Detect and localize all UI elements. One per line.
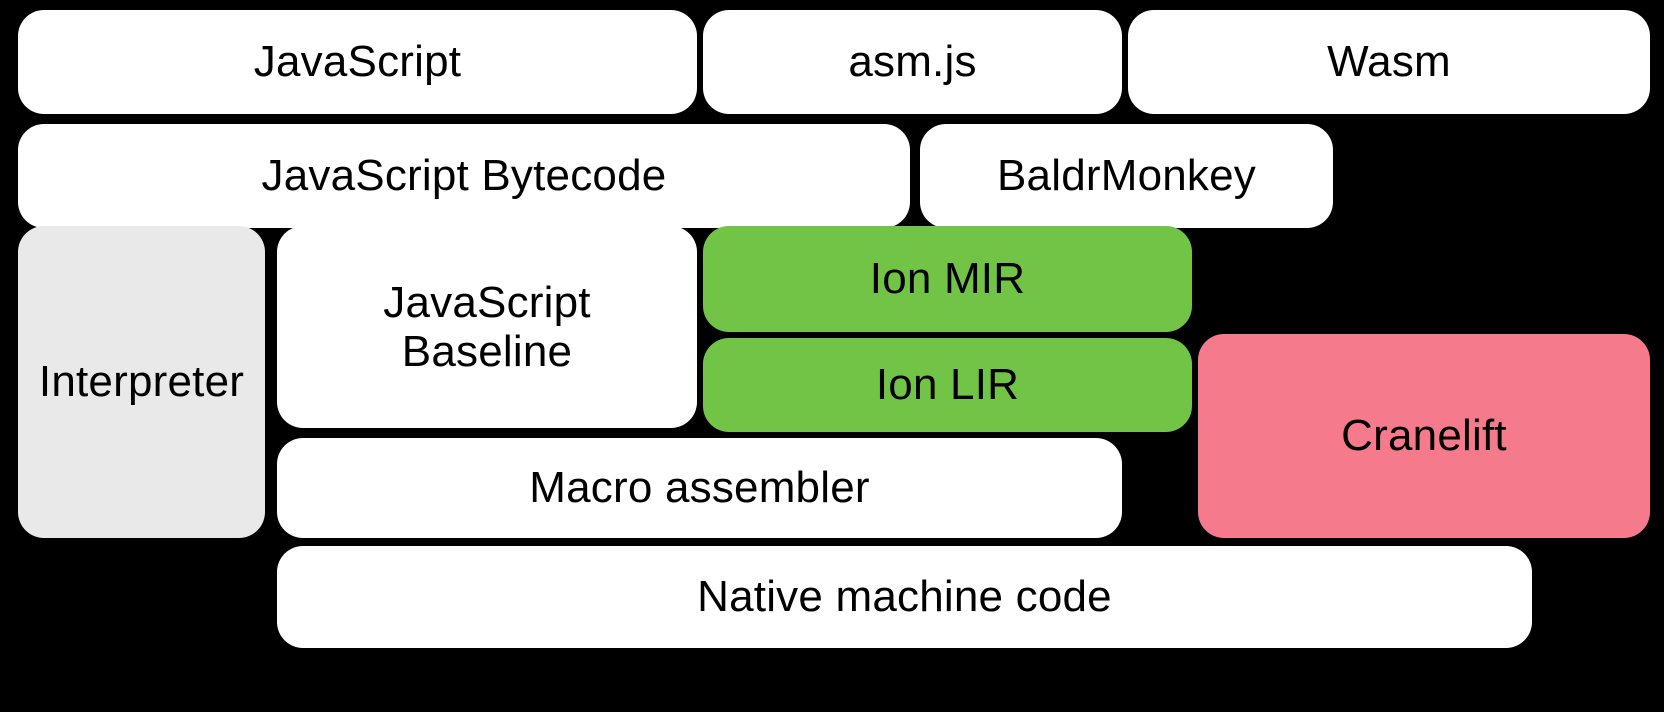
box-native-machine-code[interactable]: Native machine code [277,546,1532,648]
box-asmjs[interactable]: asm.js [703,10,1122,114]
box-cranelift[interactable]: Cranelift [1198,334,1650,538]
box-ion-mir[interactable]: Ion MIR [703,226,1192,332]
box-wasm[interactable]: Wasm [1128,10,1650,114]
box-javascript-baseline[interactable]: JavaScript Baseline [277,226,697,428]
box-ion-lir[interactable]: Ion LIR [703,338,1192,432]
box-baldrmonkey[interactable]: BaldrMonkey [920,124,1333,228]
box-macro-assembler[interactable]: Macro assembler [277,438,1122,538]
box-interpreter[interactable]: Interpreter [18,226,265,538]
box-javascript-bytecode[interactable]: JavaScript Bytecode [18,124,910,228]
box-javascript[interactable]: JavaScript [18,10,697,114]
